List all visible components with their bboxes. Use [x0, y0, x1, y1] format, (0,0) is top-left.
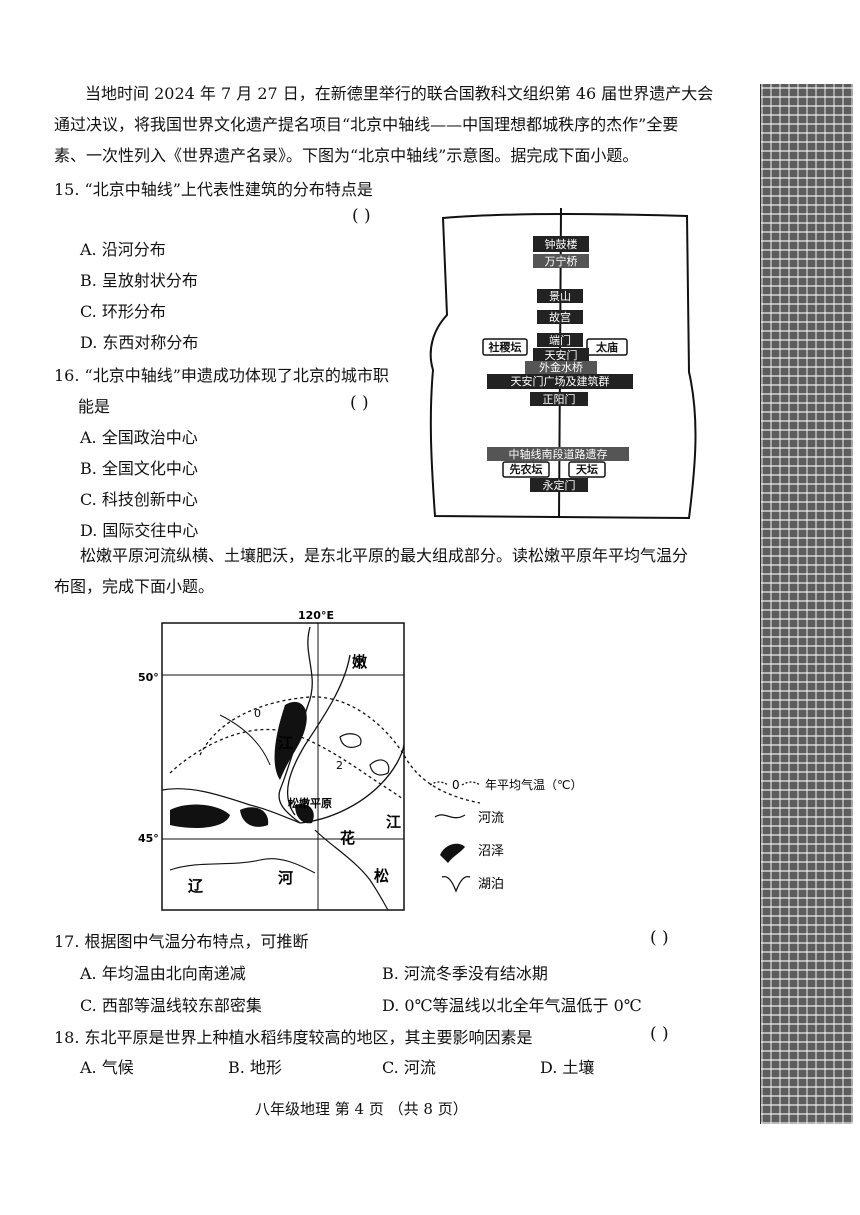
isotherm-2-label: 2	[336, 759, 343, 772]
label-shejitan: 社稷坛	[488, 340, 522, 354]
isotherm-2	[169, 728, 405, 801]
page-footer: 八年级地理 第 4 页 （共 8 页）	[255, 1100, 468, 1118]
label-yongdingmen: 永定门	[543, 478, 576, 492]
q15-option-d: D. 东西对称分布	[80, 333, 199, 352]
lat-45-label: 45°	[138, 832, 159, 845]
swamp-1	[274, 701, 307, 780]
liao-river	[169, 858, 316, 874]
label-tiananmen-square: 天安门广场及建筑群	[511, 374, 610, 388]
label-taimiao: 太庙	[595, 340, 618, 354]
label-waijinshuiqiao: 外金水桥	[539, 360, 583, 374]
lake-1	[339, 733, 362, 748]
q18-answer-bracket: ( )	[650, 1024, 669, 1044]
isotherm-0	[199, 696, 481, 804]
isotherm-0-label: 0	[254, 707, 261, 720]
axis-outline	[429, 213, 697, 520]
swamp-3	[240, 807, 269, 827]
songnen-intro-line-2: 布图，完成下面小题。	[54, 577, 215, 596]
q15-option-b: B. 呈放射状分布	[80, 271, 198, 290]
legend-swamp: 沼泽	[478, 844, 504, 859]
intro-line-2: 通过决议，将我国世界文化遗产提名项目“北京中轴线——中国理想都城秩序的杰作”全要	[54, 115, 679, 134]
lat-50-label: 50°	[138, 671, 159, 684]
q15-option-a: A. 沿河分布	[80, 240, 166, 259]
intro-line-1: 当地时间 2024 年 7 月 27 日，在新德里举行的联合国教科文组织第 46…	[85, 84, 714, 103]
swamp-4	[295, 804, 314, 824]
lake-2	[369, 759, 390, 776]
q15-answer-bracket: ( )	[352, 206, 371, 226]
lon-label: 120°E	[298, 609, 334, 622]
intro-line-3: 素、一次性列入《世界遗产名录》。下图为“北京中轴线”示意图。据完成下面小题。	[54, 146, 639, 165]
q18-option-a: A. 气候	[80, 1058, 134, 1077]
label-tiantan: 天坛	[576, 462, 598, 476]
q16-option-c: C. 科技创新中心	[80, 490, 198, 509]
label-plain: 松嫩平原	[288, 796, 332, 810]
beijing-central-axis-diagram: 钟鼓楼 万宁桥 景山 故宫 端门 社稷坛 太庙 天安门 外金水桥 天安门广场及建…	[429, 207, 697, 520]
label-liao: 辽	[188, 877, 203, 895]
label-south-road: 中轴线南段道路遗存	[509, 447, 608, 461]
label-duanmen: 端门	[549, 333, 571, 347]
label-jiang-upper: 江	[278, 734, 293, 752]
q16-stem-line-1: 16. “北京中轴线”申遗成功体现了北京的城市职	[54, 366, 389, 385]
legend-lake: 湖泊	[478, 877, 504, 892]
q16-option-b: B. 全国文化中心	[80, 459, 198, 478]
legend-lake-icon	[441, 875, 471, 893]
q17-option-d: D. 0℃等温线以北全年气温低于 0℃	[382, 996, 642, 1015]
label-he: 河	[278, 869, 293, 887]
q17-option-b: B. 河流冬季没有结冰期	[382, 964, 548, 983]
q16-answer-bracket: ( )	[350, 393, 369, 413]
legend-isotherm-value: 0	[452, 778, 460, 792]
q18-option-c: C. 河流	[382, 1058, 436, 1077]
legend-river: 河流	[478, 811, 504, 826]
swamp-2	[170, 804, 230, 828]
label-gugong: 故宫	[549, 310, 571, 324]
q17-stem: 17. 根据图中气温分布特点，可推断	[54, 932, 309, 951]
q15-option-c: C. 环形分布	[80, 302, 166, 321]
songnen-temperature-map: 120°E 50° 45° 0 2 嫩 江 松嫩平原 花 江 松 辽 河 0 年…	[138, 609, 582, 911]
label-tiananmen: 天安门	[545, 348, 578, 362]
side-binding-strip	[760, 84, 853, 1124]
q17-option-a: A. 年均温由北向南递减	[80, 964, 246, 983]
label-jingshan: 景山	[549, 290, 571, 303]
q17-option-c: C. 西部等温线较东部密集	[80, 996, 262, 1015]
songnen-intro-line-1: 松嫩平原河流纵横、土壤肥沃，是东北平原的最大组成部分。读松嫩平原年平均气温分	[80, 546, 689, 565]
map-legend: 0 年平均气温（℃） 河流 沼泽 湖泊	[429, 777, 582, 893]
legend-swamp-icon	[440, 843, 465, 863]
label-hua: 花	[340, 829, 355, 847]
q17-answer-bracket: ( )	[650, 928, 669, 948]
legend-isotherm: 年平均气温（℃）	[485, 777, 582, 792]
label-zhengyangmen: 正阳门	[543, 392, 576, 406]
label-wanningqiao: 万宁桥	[545, 254, 578, 268]
label-nen: 嫩	[352, 653, 368, 671]
songhua-river	[299, 744, 405, 824]
q16-option-d: D. 国际交往中心	[80, 521, 199, 540]
q18-stem: 18. 东北平原是世界上种植水稻纬度较高的地区，其主要影响因素是	[54, 1028, 533, 1047]
q18-option-b: B. 地形	[228, 1058, 282, 1077]
q15-stem: 15. “北京中轴线”上代表性建筑的分布特点是	[54, 180, 373, 199]
label-jiang-lower: 江	[386, 813, 401, 831]
label-song: 松	[374, 867, 389, 885]
q16-stem-line-2: 能是	[78, 397, 111, 416]
label-zhonggulou: 钟鼓楼	[545, 237, 578, 251]
label-xiannongtan: 先农坛	[510, 462, 543, 476]
q16-option-a: A. 全国政治中心	[80, 428, 198, 447]
q18-option-d: D. 土壤	[540, 1058, 595, 1077]
